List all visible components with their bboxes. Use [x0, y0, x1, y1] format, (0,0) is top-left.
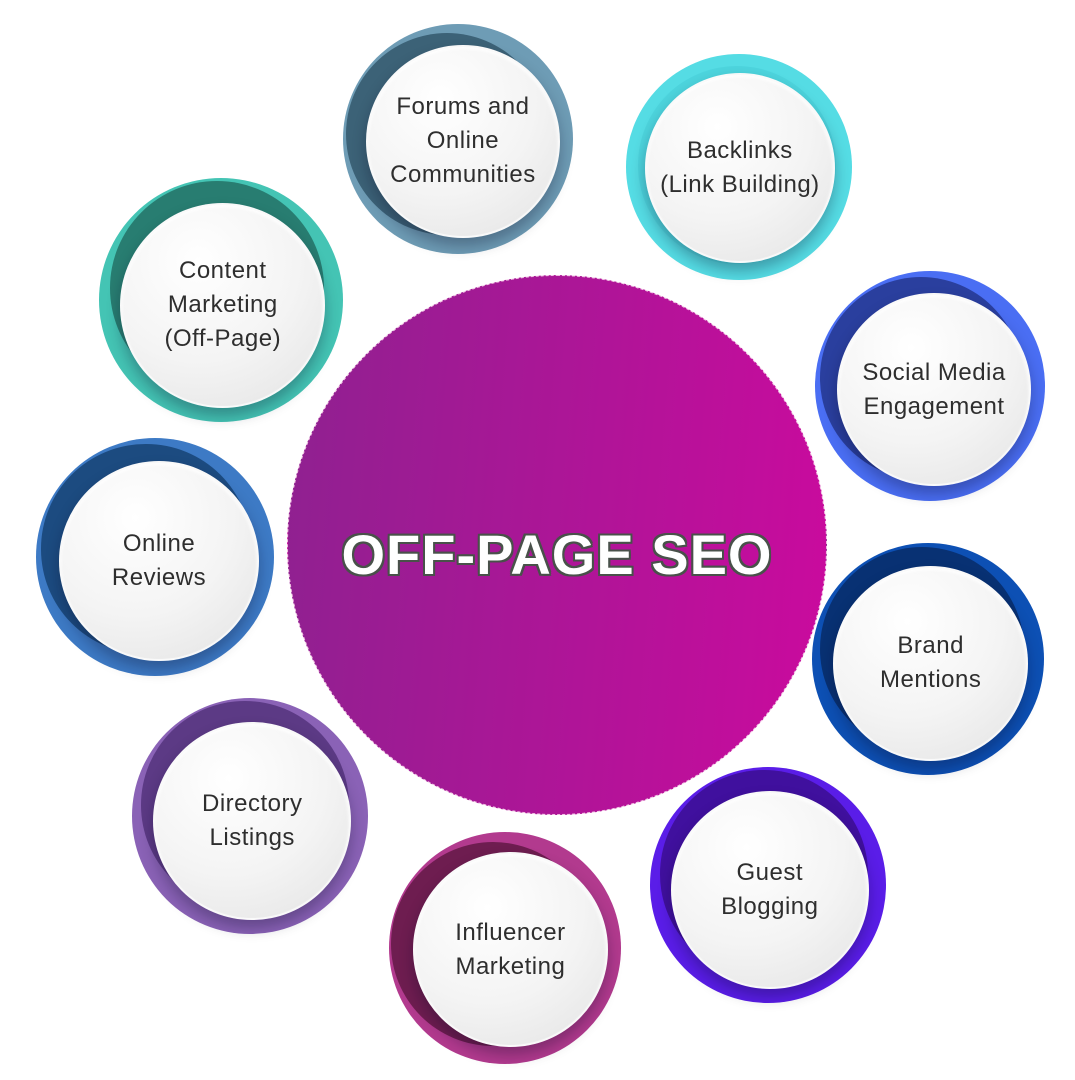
node-backlinks-link-building: Backlinks (Link Building)	[626, 54, 852, 280]
node-guest-blogging: Guest Blogging	[650, 767, 886, 1003]
node-label: Directory Listings	[201, 789, 303, 851]
node-influencer-marketing: Influencer Marketing	[389, 832, 621, 1064]
node-label: Guest Blogging	[721, 858, 819, 920]
node-directory-listings: Directory Listings	[132, 698, 368, 934]
node-online-reviews: Online Reviews	[36, 438, 274, 676]
node-label: Brand Mentions	[879, 632, 982, 694]
node-label: Content Marketing (Off-Page)	[164, 257, 282, 353]
node-face: Forums and Online Communities	[366, 44, 560, 238]
center-circle: OFF-PAGE SEO	[287, 275, 827, 815]
node-label: Forums and Online Communities	[390, 93, 536, 189]
node-social-media-engagement: Social Media Engagement	[815, 271, 1045, 501]
node-face: Directory Listings	[153, 721, 352, 921]
node-face: Influencer Marketing	[412, 852, 608, 1048]
node-content-marketing-off-page: Content Marketing (Off-Page)	[99, 178, 343, 422]
node-label: Influencer Marketing	[455, 918, 566, 980]
node-face: Guest Blogging	[670, 790, 869, 990]
node-face: Content Marketing (Off-Page)	[120, 202, 326, 408]
diagram-title: OFF-PAGE SEO	[341, 522, 773, 586]
node-face: Backlinks (Link Building)	[644, 72, 835, 263]
node-label: Backlinks (Link Building)	[660, 136, 820, 198]
node-brand-mentions: Brand Mentions	[812, 543, 1044, 775]
node-forums-and-online-communities: Forums and Online Communities	[343, 24, 573, 254]
node-label: Online Reviews	[111, 529, 207, 591]
node-label: Social Media Engagement	[862, 358, 1006, 420]
node-face: Online Reviews	[59, 460, 259, 661]
node-face: Social Media Engagement	[837, 293, 1031, 487]
node-face: Brand Mentions	[833, 566, 1029, 761]
